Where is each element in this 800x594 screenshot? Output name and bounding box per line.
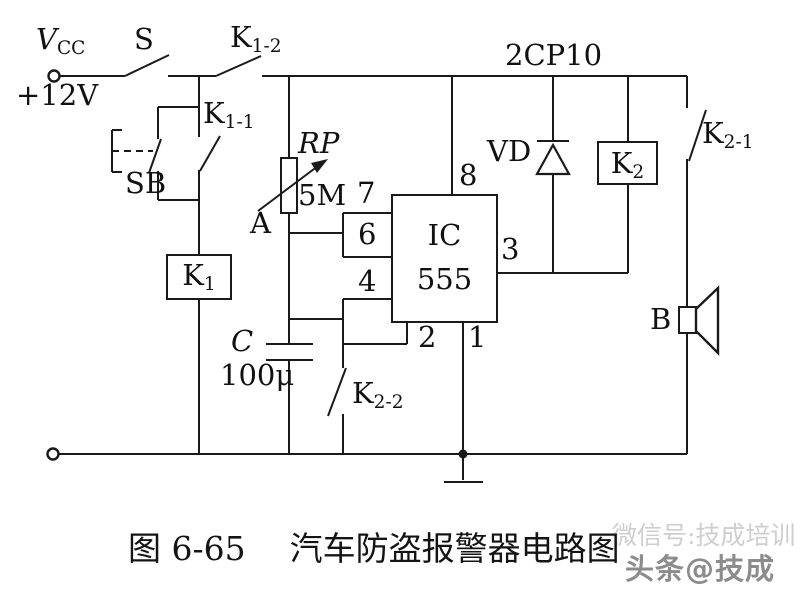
voltage-label: +12V (16, 78, 99, 112)
speaker-b-label: B (650, 302, 672, 336)
pin7-label: 7 (357, 176, 376, 210)
pin6-pin7-wires (342, 212, 392, 258)
switch-s-label: S (134, 22, 154, 56)
ic-555-label: IC 555 (416, 218, 473, 296)
pot-rp-label: RP (298, 126, 340, 160)
speaker-b-symbol (678, 285, 720, 454)
watermark-toutiao: 头条@技成培训 (625, 552, 776, 586)
ic-555-box (391, 194, 498, 323)
watermark-wechat: 微信号:技成培训 (612, 521, 796, 550)
diode-type-label: 2CP10 (505, 38, 603, 72)
contact-k1-2-label: K1-2 (230, 20, 282, 58)
pin3-label: 3 (501, 232, 520, 266)
relay-k1-label: K1 (182, 258, 216, 296)
figure-caption: 图 6-65 汽车防盗报警器电路图 (128, 522, 620, 570)
contact-k2-1-label: K2-1 (702, 116, 754, 154)
contact-k2-1-symbol (686, 76, 707, 307)
contact-k1-1-label: K1-1 (203, 96, 255, 134)
figure-number: 图 6-65 (128, 529, 246, 568)
node-a-label: A (250, 206, 271, 240)
pin2-label: 2 (418, 320, 437, 354)
contact-k1-1-symbol (199, 135, 221, 172)
relay-coil-k2-symbol (597, 76, 658, 273)
contact-k2-2-symbol (327, 344, 347, 454)
switch-s-symbol (124, 54, 170, 77)
figure-title: 汽车防盗报警器电路图 (289, 529, 620, 568)
pin6-label: 6 (358, 217, 377, 251)
contact-k1-2-symbol (215, 55, 262, 77)
vcc-label: VCC (36, 22, 86, 60)
capacitor-c-label: C (231, 324, 254, 358)
relay-coil-k1-box (166, 254, 232, 300)
ground-terminal (46, 447, 60, 461)
contact-k2-2-label: K2-2 (352, 376, 404, 414)
pin8-label: 8 (459, 158, 478, 192)
diode-vd-label: VD (487, 134, 532, 168)
pushbutton-sb-symbol (111, 106, 199, 201)
diode-vd-symbol (535, 76, 571, 273)
capacitor-value-label: 100μ (220, 358, 295, 392)
ground-symbol (444, 454, 483, 483)
capacitor-c-symbol (266, 343, 313, 454)
pin4-label: 4 (358, 264, 377, 298)
relay-k2-label: K2 (610, 146, 645, 184)
pot-rp-symbol (257, 76, 328, 344)
pin1-label: 1 (468, 320, 487, 354)
pin2-wire (343, 322, 408, 345)
pot-value-label: 5M (298, 178, 347, 212)
pin4-wire (342, 298, 392, 344)
pushbutton-sb-label: SB (125, 166, 167, 200)
vcc-terminal (47, 69, 61, 83)
